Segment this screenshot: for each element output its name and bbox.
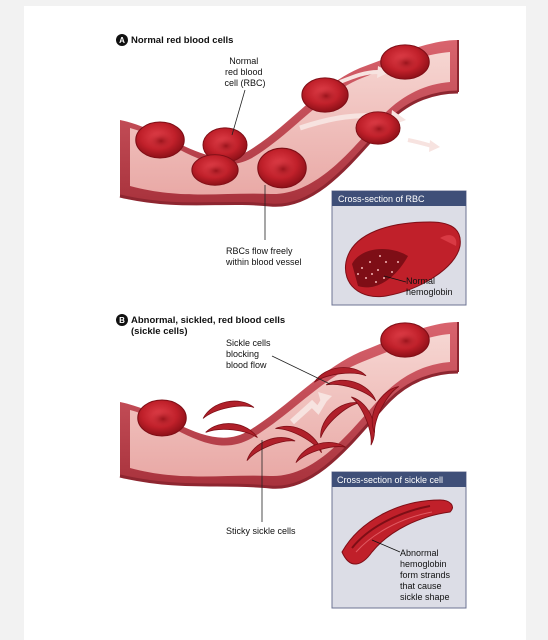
red-blood-cell xyxy=(258,148,306,188)
label-blocking: Sickle cells blocking blood flow xyxy=(226,338,273,370)
flow-arrow-head xyxy=(429,140,440,152)
section-b-marker-letter: B xyxy=(119,316,125,325)
red-blood-cell xyxy=(356,112,400,144)
inset-sickle-cross-section: Cross-section of sickle cell Abnormal he… xyxy=(332,472,466,608)
inset-sickle-title: Cross-section of sickle cell xyxy=(337,475,443,485)
label-normal-rbc: Normal red blood cell (RBC) xyxy=(224,56,265,88)
label-flow: RBCs flow freely within blood vessel xyxy=(225,246,302,267)
leader-line xyxy=(232,90,245,135)
red-blood-cell xyxy=(302,78,348,112)
red-blood-cell xyxy=(192,155,238,186)
leader-line xyxy=(272,356,330,384)
flow-arrow xyxy=(408,140,432,146)
red-blood-cell xyxy=(138,400,186,436)
section-a-marker-letter: A xyxy=(119,36,125,45)
section-b: B Abnormal, sickled, red blood cells (si… xyxy=(116,314,466,608)
red-blood-cell xyxy=(381,323,429,357)
section-b-title: Abnormal, sickled, red blood cells (sick… xyxy=(131,315,288,337)
inset-rbc-cross-section: Cross-section of RBC Normal hemoglobin xyxy=(332,191,466,305)
sickle-cell xyxy=(201,397,254,418)
section-a-title: Normal red blood cells xyxy=(131,35,233,46)
label-sticky: Sticky sickle cells xyxy=(226,526,296,536)
inset-rbc-title: Cross-section of RBC xyxy=(338,194,425,204)
red-blood-cell xyxy=(381,45,429,79)
section-a: A Normal red blood cells Normal red bloo… xyxy=(116,34,466,305)
red-blood-cell xyxy=(136,122,184,158)
